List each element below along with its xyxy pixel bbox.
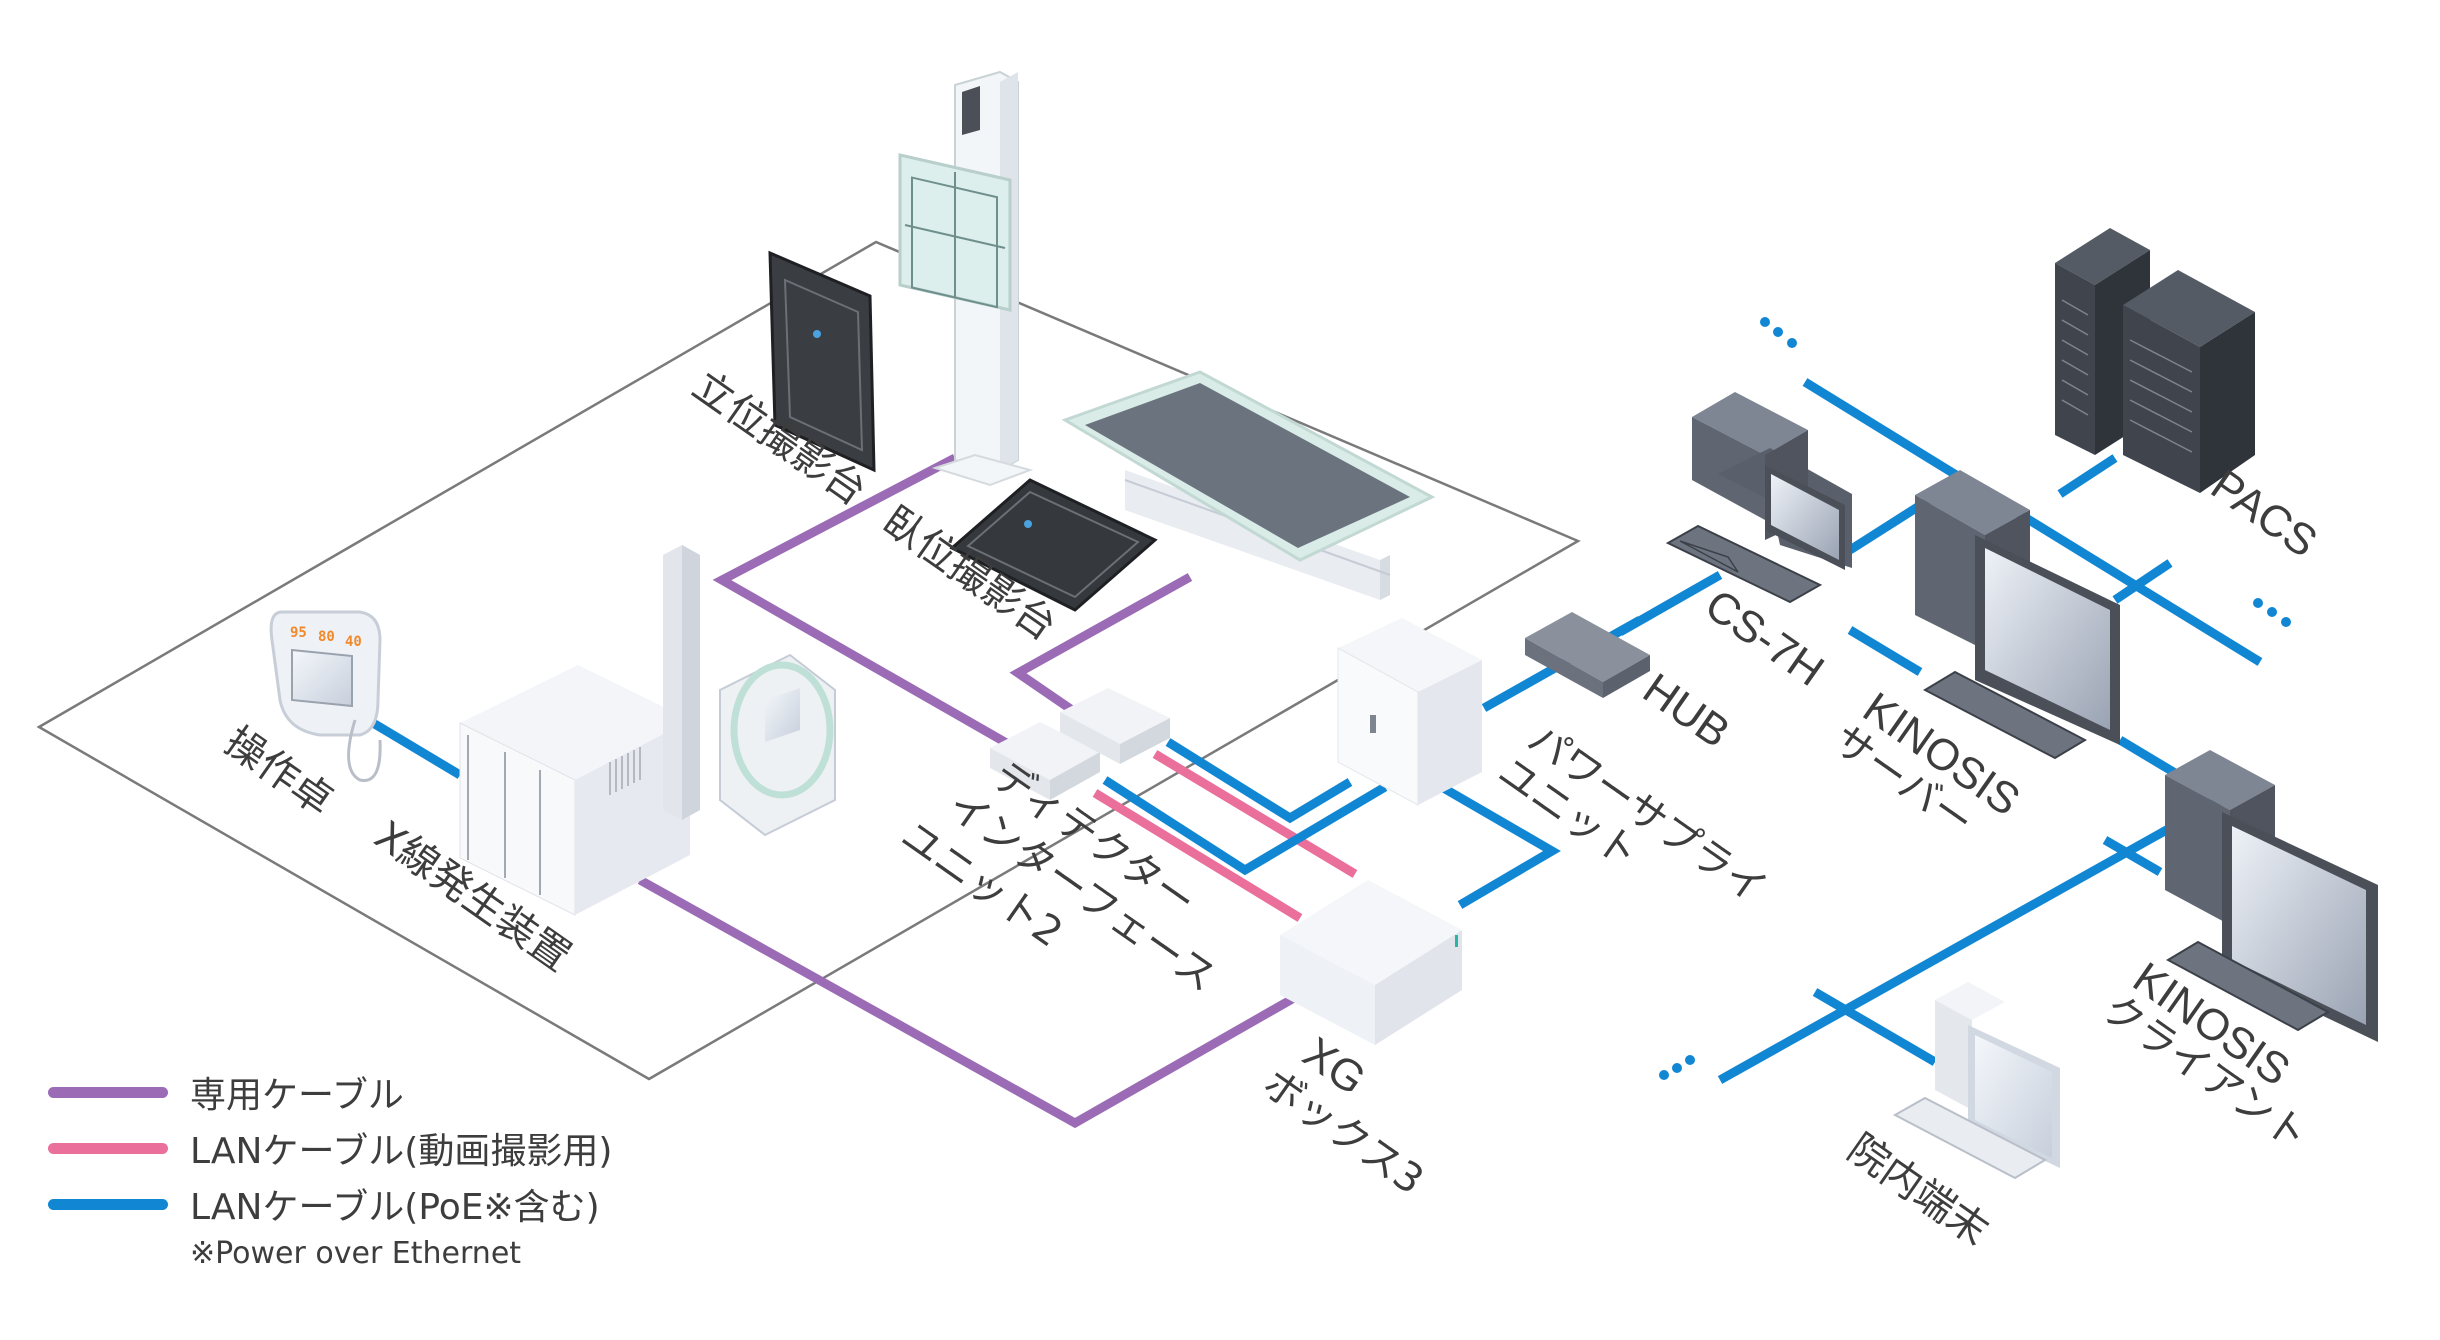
console-readout-2: 80 (318, 629, 335, 645)
network-branch-server-upper (2112, 559, 2173, 604)
console[interactable]: 95 80 40 (269, 610, 382, 782)
legend-label: LANケーブル(PoE※含む) (190, 1187, 600, 1228)
cable-poe-dif2-psu (1165, 738, 1353, 824)
table-stand[interactable] (1061, 370, 1436, 600)
legend-item-lan-poe-cable: LANケーブル(PoE※含む) (48, 1176, 612, 1232)
power-supply-unit[interactable] (1337, 618, 1482, 806)
cs7h-workstation[interactable] (1665, 392, 1852, 604)
cable-poe-hub-cs7h (1617, 571, 1723, 636)
hub[interactable] (1525, 612, 1650, 698)
detector-interface-unit-b[interactable] (1060, 688, 1170, 764)
cable-dedicated-xray-to-xgbox (637, 876, 1318, 1129)
label-cs7h: CS-7H (1696, 580, 1832, 696)
xg-box-status-led-icon (1455, 935, 1458, 947)
kinosis-server[interactable] (1915, 470, 2120, 760)
console-readout-3: 40 (345, 634, 362, 650)
network-backbone-lower (1717, 796, 2223, 1084)
upright-stand[interactable] (898, 70, 1034, 487)
network-branch-terminal (1812, 988, 1938, 1066)
xray-generator[interactable] (459, 545, 836, 916)
network-continues-dots-top (1760, 317, 1797, 348)
label-pacs: PACS (2202, 460, 2326, 567)
cable-lan-video-2 (1152, 750, 1358, 878)
network-branch-client (2102, 836, 2163, 876)
legend-label: 専用ケーブル (190, 1075, 404, 1116)
network-continues-dots-right (2253, 598, 2291, 627)
network-backbone-upper (1802, 378, 2263, 666)
console-readout-1: 95 (290, 625, 307, 641)
cable-poe-psu-xgbox (1437, 782, 1561, 909)
legend-item-lan-video-cable: LANケーブル(動画撮影用) (48, 1120, 612, 1176)
xg-box[interactable] (1280, 880, 1462, 1045)
upright-detector-panel (768, 250, 876, 473)
network-branch-pacs (2057, 454, 2118, 498)
detector-interface-unit-a[interactable] (990, 722, 1100, 800)
psu-logo-icon (1370, 715, 1376, 733)
kinosis-client[interactable] (2165, 750, 2378, 1042)
legend-item-dedicated-cable: 専用ケーブル (48, 1064, 612, 1120)
legend-swatch-purple (48, 1086, 168, 1098)
room-floor-outline (36, 240, 1581, 1081)
legend-label: LANケーブル(動画撮影用) (190, 1131, 613, 1172)
cable-poe-console (365, 716, 463, 779)
legend-swatch-blue (48, 1198, 168, 1210)
cable-dedicated-table (1009, 573, 1193, 714)
network-cs7h-to-server (1847, 626, 1923, 676)
table-detector-panel (949, 478, 1158, 612)
pacs-servers[interactable] (2055, 228, 2255, 493)
hospital-terminal[interactable] (1892, 982, 2060, 1180)
legend-swatch-pink (48, 1142, 168, 1154)
cable-lan-video-1 (1092, 789, 1303, 922)
cable-poe-dif1-psu (1102, 776, 1388, 876)
cable-dedicated-upright (712, 454, 1013, 749)
network-continues-dots-bottom (1659, 1055, 1695, 1080)
legend-footnote: ※Power over Ethernet (190, 1236, 522, 1271)
legend: 専用ケーブル LANケーブル(動画撮影用) LANケーブル(PoE※含む) ※P… (48, 1064, 612, 1271)
label-hub: HUB (1634, 664, 1738, 757)
